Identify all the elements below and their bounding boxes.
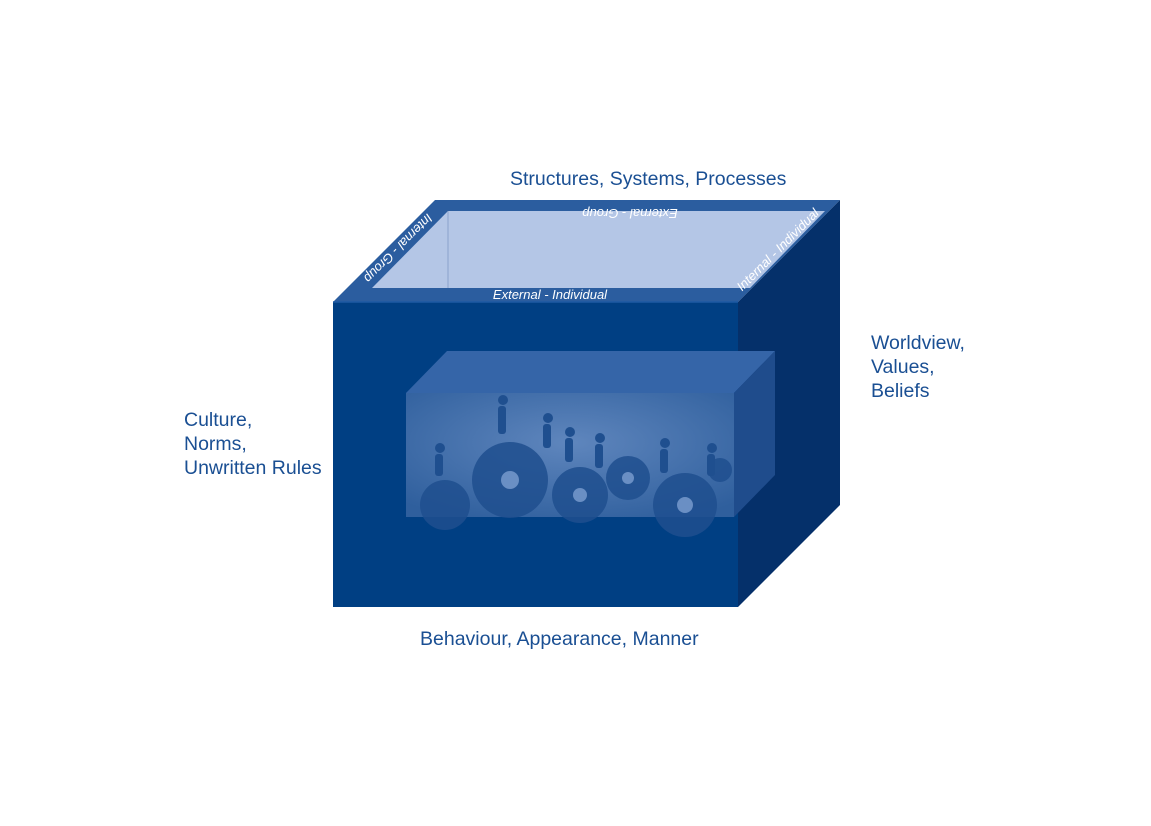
label-right-line-1: Worldview, — [871, 332, 965, 354]
label-right: Worldview, Values, Beliefs — [871, 331, 965, 403]
label-right-line-2: Values, — [871, 356, 935, 378]
inner-box-side — [734, 351, 775, 517]
label-right-line-3: Beliefs — [871, 380, 930, 402]
edge-label-back: External - Group — [582, 206, 677, 221]
gear-centers — [501, 471, 693, 513]
label-left-line-1: Culture, — [184, 409, 253, 431]
label-left-line-3: Unwritten Rules — [184, 457, 322, 479]
label-left: Culture, Norms, Unwritten Rules — [184, 408, 322, 480]
inner-box-top — [406, 351, 775, 393]
box-opening — [372, 211, 825, 288]
box-right-face — [738, 200, 840, 607]
edge-label-front: External - Individual — [493, 287, 608, 302]
people-figures-icon — [435, 395, 717, 476]
label-top: Structures, Systems, Processes — [510, 168, 787, 190]
label-bottom: Behaviour, Appearance, Manner — [420, 628, 699, 650]
label-left-line-2: Norms, — [184, 433, 247, 455]
